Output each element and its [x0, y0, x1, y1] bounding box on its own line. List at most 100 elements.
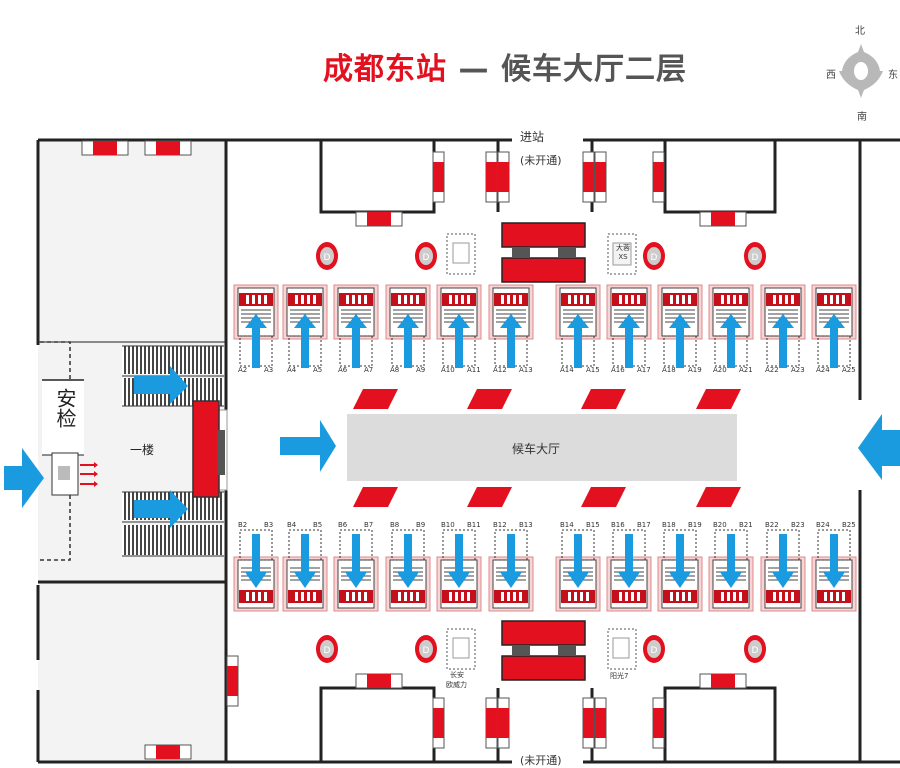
shop-bottom-right[interactable] [607, 628, 637, 670]
door[interactable] [81, 140, 129, 156]
entrance-top-status: (未开通) [520, 154, 562, 167]
gate-top-A20-A21[interactable] [708, 284, 754, 368]
door[interactable] [432, 697, 445, 749]
gate-bottom-B10-B11[interactable] [436, 529, 482, 612]
elevator-block [192, 400, 220, 498]
seating-bench [467, 389, 512, 409]
door[interactable] [485, 151, 498, 203]
boarding-arrow-icon [345, 314, 367, 368]
gate-bottom-B4-B5[interactable] [282, 529, 328, 612]
door[interactable] [582, 151, 595, 203]
svg-text:D: D [324, 253, 331, 263]
door[interactable] [594, 151, 607, 203]
gate-label: A3 [264, 366, 274, 374]
door[interactable] [432, 151, 445, 203]
drinking-water-icon: D [415, 242, 437, 270]
scanner-icon [58, 466, 70, 480]
door[interactable] [594, 697, 607, 749]
gate-top-A24-A25[interactable] [811, 284, 857, 368]
gate-top-A12-A13[interactable] [488, 284, 534, 368]
compass-west: 西 [826, 70, 836, 81]
gate-top-A4-A5[interactable] [282, 284, 328, 368]
gate-bottom-B16-B17[interactable] [606, 529, 652, 612]
door[interactable] [355, 673, 403, 689]
escalator-arrow-bottom-icon [134, 490, 188, 528]
gate-label: B4 [287, 521, 297, 529]
boarding-arrow-icon [500, 534, 522, 588]
boarding-arrow-icon [397, 314, 419, 368]
gate-label: B12 [493, 521, 507, 529]
seating-bench [696, 389, 741, 409]
door[interactable] [497, 151, 510, 203]
boarding-arrow-icon [669, 534, 691, 588]
gate-label: A21 [739, 366, 753, 374]
gate-label: A14 [560, 366, 574, 374]
entry-arrow-west-icon [4, 448, 44, 508]
gate-bottom-B18-B19[interactable] [657, 529, 703, 612]
door[interactable] [497, 697, 510, 749]
gate-label: A13 [519, 366, 533, 374]
boarding-arrow-icon [669, 314, 691, 368]
gate-label: A16 [611, 366, 625, 374]
seating-bench [353, 487, 398, 507]
svg-text:D: D [423, 253, 430, 263]
gate-top-A2-A3[interactable] [233, 284, 279, 368]
gate-label: A23 [791, 366, 805, 374]
compass-rose-icon [836, 40, 886, 102]
drinking-water-icon: D [415, 635, 437, 663]
gate-bottom-B6-B7[interactable] [333, 529, 379, 612]
gate-bottom-B22-B23[interactable] [760, 529, 806, 612]
shop-bottom-left[interactable] [446, 628, 476, 670]
gate-top-A22-A23[interactable] [760, 284, 806, 368]
door[interactable] [699, 211, 747, 227]
drinking-water-icon: D [643, 242, 665, 270]
svg-text:D: D [324, 646, 331, 656]
gate-label: A9 [416, 366, 426, 374]
seating-bench [581, 389, 626, 409]
drinking-water-icon: D [643, 635, 665, 663]
waiting-hall-label: 候车大厅 [512, 442, 561, 456]
gate-bottom-B12-B13[interactable] [488, 529, 534, 612]
gate-bottom-B24-B25[interactable] [811, 529, 857, 612]
central-stairs-top [501, 222, 586, 283]
door[interactable] [144, 140, 192, 156]
gate-label: A4 [287, 366, 297, 374]
shop-top-left[interactable] [446, 233, 476, 275]
gate-bottom-B14-B15[interactable] [555, 529, 601, 612]
door[interactable] [652, 697, 665, 749]
gate-top-A6-A7[interactable] [333, 284, 379, 368]
compass-shape-icon [839, 44, 883, 98]
security-check-label: 安检 [53, 388, 77, 428]
boarding-arrow-icon [772, 534, 794, 588]
door[interactable] [226, 655, 239, 707]
boarding-arrow-icon [245, 314, 267, 368]
door[interactable] [582, 697, 595, 749]
boarding-arrow-icon [720, 314, 742, 368]
gate-top-A18-A19[interactable] [657, 284, 703, 368]
gate-bottom-B2-B3[interactable] [233, 529, 279, 612]
gate-top-A8-A9[interactable] [385, 284, 431, 368]
security-exit-arrows-icon [80, 464, 94, 485]
gate-top-A10-A11[interactable] [436, 284, 482, 368]
gate-top-A16-A17[interactable] [606, 284, 652, 368]
door[interactable] [355, 211, 403, 227]
gate-label: B24 [816, 521, 830, 529]
door[interactable] [144, 744, 192, 760]
drinking-water-icon: D [316, 242, 338, 270]
gate-bottom-B20-B21[interactable] [708, 529, 754, 612]
gate-label: A20 [713, 366, 727, 374]
boarding-arrow-icon [245, 534, 267, 588]
gate-label: A24 [816, 366, 830, 374]
gate-bottom-B8-B9[interactable] [385, 529, 431, 612]
door[interactable] [699, 673, 747, 689]
shop-top-right[interactable] [607, 233, 637, 275]
seating-bench [353, 389, 398, 409]
gate-label: A18 [662, 366, 676, 374]
gate-label: A7 [364, 366, 374, 374]
compass-east: 东 [888, 70, 898, 81]
door[interactable] [485, 697, 498, 749]
compass-north: 北 [855, 26, 865, 37]
gate-top-A14-A15[interactable] [555, 284, 601, 368]
door[interactable] [652, 151, 665, 203]
